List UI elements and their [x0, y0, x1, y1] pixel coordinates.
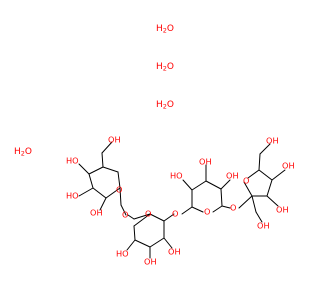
ring-b-oxygen: O: [145, 209, 151, 219]
link-oxygen-1: O: [122, 210, 128, 220]
atom-labels: HO OH HO OH O O O O HO OH OH HO OH OH O …: [66, 135, 295, 267]
fructose-ring-oxygen: O: [243, 176, 249, 186]
ring-a-oxygen: O: [116, 185, 122, 195]
water-molecules: H2O H2O H2O H2O: [14, 24, 174, 158]
water-1: H2O: [156, 24, 174, 35]
ring-b-hydroxyl-3: OH: [168, 247, 181, 257]
structure-canvas: H2O H2O H2O H2O: [14, 23, 295, 267]
ring-b-bonds: [126, 213, 175, 259]
water-3: H2O: [156, 100, 174, 111]
ring-b-hydroxyl-1: HO: [116, 249, 129, 259]
molecule-drawing: H2O H2O H2O H2O: [14, 24, 295, 267]
fructose-hydroxyl-1: OH: [282, 161, 295, 171]
fructose-hydroxymethyl-2: OH: [257, 221, 270, 231]
ring-a-hydroxymethyl: OH: [108, 135, 121, 145]
fructose-hydroxymethyl-1: OH: [266, 136, 279, 146]
ring-c-hydroxyl-1: HO: [170, 171, 183, 181]
ring-a-hydroxyl-2: HO: [66, 191, 79, 201]
fructose-hydroxyl-2: OH: [276, 205, 289, 215]
ring-a-bonds: [78, 141, 127, 216]
ring-b-hydroxyl-2: OH: [144, 257, 157, 267]
glycosidic-oxygen: O: [230, 203, 236, 213]
ring-a-hydroxyl-1: HO: [66, 156, 79, 166]
water-4: H2O: [14, 147, 32, 158]
link-oxygen-2: O: [172, 209, 178, 219]
fructose-bonds: [238, 143, 286, 223]
ring-c-bonds: [181, 164, 231, 215]
ring-c-hydroxyl-3: OH: [226, 171, 239, 181]
ring-c-oxygen: O: [204, 207, 210, 217]
ring-c-hydroxyl-2: OH: [199, 157, 212, 167]
ring-a-hydroxyl-3: OH: [90, 208, 103, 218]
water-2: H2O: [156, 62, 174, 73]
